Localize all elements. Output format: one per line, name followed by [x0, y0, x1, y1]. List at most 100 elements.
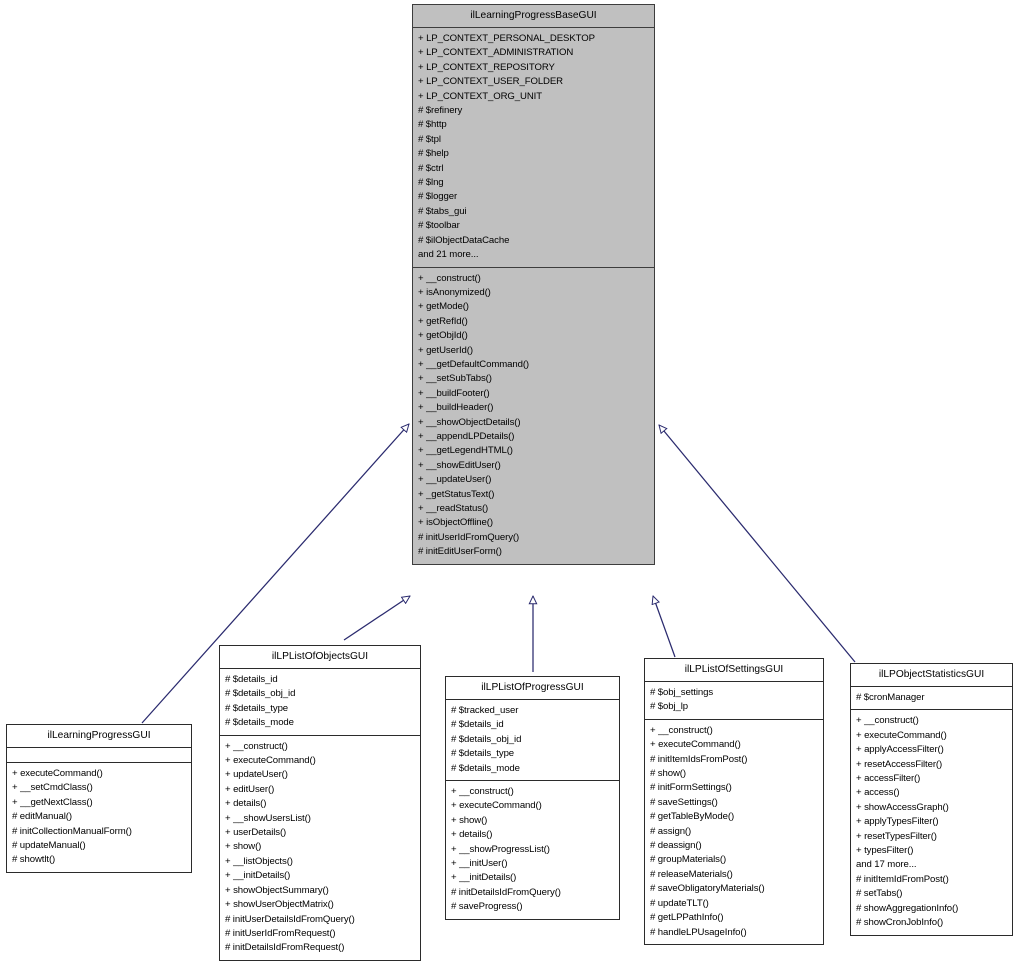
- class-member: # $details_id: [225, 674, 278, 685]
- class-member: # $details_obj_id: [225, 688, 296, 700]
- class-member: # updateManual(): [12, 840, 86, 852]
- class-member: + __setSubTabs(): [418, 373, 492, 385]
- class-member: + __readStatus(): [418, 503, 489, 514]
- class-member: # handleLPUsageInfo(): [650, 926, 747, 938]
- class-member: + isAnonymized(): [418, 286, 491, 298]
- class-box-learning-progress-gui[interactable]: ilLearningProgressGUI + executeCommand()…: [6, 724, 192, 873]
- class-member: + __construct(): [451, 786, 514, 798]
- class-member: + userDetails(): [225, 827, 287, 839]
- class-member: # updateTLT(): [650, 897, 709, 909]
- class-member: # initItemIdsFromPost(): [650, 753, 748, 765]
- class-member: + applyTypesFilter(): [856, 816, 939, 828]
- class-member: # $tracked_user: [451, 705, 519, 716]
- class-member: + LP_CONTEXT_REPOSITORY: [418, 61, 555, 73]
- class-member: + LP_CONTEXT_USER_FOLDER: [418, 76, 564, 88]
- class-member: + __initDetails(): [225, 870, 291, 882]
- class-box-list-of-objects-gui[interactable]: ilLPListOfObjectsGUI # $details_id # $de…: [219, 645, 421, 961]
- class-member: + executeCommand(): [225, 755, 316, 767]
- class-member: # $details_type: [225, 702, 289, 714]
- class-member: + isObjectOffline(): [418, 517, 493, 529]
- class-member: + LP_CONTEXT_PERSONAL_DESKTOP: [418, 33, 595, 44]
- class-member: and 17 more...: [856, 859, 917, 871]
- class-member: # initDetailsIdFromQuery(): [451, 886, 561, 898]
- class-member: # $help: [418, 148, 449, 160]
- class-member: + showAccessGraph(): [856, 801, 949, 813]
- class-member: # saveObligatoryMaterials(): [650, 883, 765, 895]
- class-member: + __initUser(): [451, 858, 508, 870]
- class-methods-list-of-settings-gui: + __construct() + executeCommand() # ini…: [645, 718, 823, 944]
- class-member: and 21 more...: [418, 249, 479, 261]
- edge-list-of-settings-gui: [653, 596, 676, 658]
- class-member: + showObjectSummary(): [225, 884, 329, 896]
- class-member: + typesFilter(): [856, 845, 914, 857]
- class-member: + getUserId(): [418, 344, 473, 356]
- class-member: # assign(): [650, 825, 692, 837]
- class-member: # initEditUserForm(): [418, 546, 502, 558]
- edge-object-statistics-gui: [659, 425, 856, 663]
- edge-list-of-objects-gui: [343, 596, 410, 641]
- class-member: + updateUser(): [225, 769, 288, 781]
- class-member: # $ilObjectDataCache: [418, 234, 510, 246]
- class-box-list-of-settings-gui[interactable]: ilLPListOfSettingsGUI # $obj_settings # …: [644, 658, 824, 945]
- class-member: # initUserIdFromRequest(): [225, 927, 336, 939]
- class-member: # $lng: [418, 177, 444, 189]
- class-member: # initUserDetailsIdFromQuery(): [225, 913, 355, 925]
- class-member: # saveProgress(): [451, 901, 523, 913]
- class-member: # setTabs(): [856, 888, 903, 900]
- class-member: # $details_id: [451, 719, 504, 731]
- class-member: # deassign(): [650, 840, 702, 852]
- class-member: + show(): [451, 814, 488, 826]
- class-member: # showAggregationInfo(): [856, 902, 959, 914]
- class-member: # $obj_lp: [650, 701, 689, 713]
- class-member: # $ctrl: [418, 162, 444, 174]
- class-member: + LP_CONTEXT_ORG_UNIT: [418, 90, 542, 102]
- class-member: + __showProgressList(): [451, 843, 550, 855]
- class-member: + __showUsersList(): [225, 812, 311, 824]
- class-attributes-base: + LP_CONTEXT_PERSONAL_DESKTOP + LP_CONTE…: [413, 27, 654, 267]
- class-member: # $details_mode: [225, 717, 294, 729]
- class-box-object-statistics-gui[interactable]: ilLPObjectStatisticsGUI # $cronManager +…: [850, 663, 1013, 936]
- class-member: + getObjId(): [418, 330, 468, 342]
- class-member: # initItemIdFromPost(): [856, 873, 949, 885]
- class-methods-list-of-progress-gui: + __construct() + executeCommand() + sho…: [446, 780, 619, 919]
- class-member: + __construct(): [418, 272, 481, 284]
- class-member: # getTableByMode(): [650, 811, 735, 823]
- class-title-base: ilLearningProgressBaseGUI: [470, 10, 597, 21]
- class-member: + show(): [225, 841, 262, 853]
- class-member: + editUser(): [225, 783, 275, 795]
- class-member: # show(): [650, 768, 686, 780]
- class-methods-list-of-objects-gui: + __construct() + executeCommand() + upd…: [220, 734, 420, 960]
- class-member: + __buildFooter(): [418, 387, 490, 399]
- class-member: + executeCommand(): [451, 800, 542, 812]
- class-methods-learning-progress-gui: + executeCommand() + __setCmdClass() + _…: [7, 762, 191, 872]
- class-member: + __construct(): [650, 724, 713, 736]
- class-attributes-object-statistics-gui: # $cronManager: [851, 686, 1012, 709]
- class-title-learning-progress-gui: ilLearningProgressGUI: [47, 730, 151, 741]
- class-member: # initDetailsIdFromRequest(): [225, 942, 345, 954]
- class-member: + details(): [225, 798, 267, 810]
- class-member: + _getStatusText(): [418, 488, 495, 500]
- class-member: # $cronManager: [856, 692, 925, 703]
- class-member: + applyAccessFilter(): [856, 744, 944, 756]
- class-member: + __showEditUser(): [418, 459, 501, 471]
- class-member: # initUserIdFromQuery(): [418, 531, 520, 543]
- class-member: + resetAccessFilter(): [856, 758, 943, 770]
- class-attributes-list-of-objects-gui: # $details_id # $details_obj_id # $detai…: [220, 668, 420, 735]
- class-box-list-of-progress-gui[interactable]: ilLPListOfProgressGUI # $tracked_user # …: [445, 676, 620, 920]
- class-member: # $toolbar: [418, 220, 460, 232]
- class-methods-object-statistics-gui: + __construct() + executeCommand() + app…: [851, 709, 1012, 934]
- class-member: + accessFilter(): [856, 773, 921, 785]
- class-member: + __getDefaultCommand(): [418, 358, 530, 370]
- class-box-base[interactable]: ilLearningProgressBaseGUI + LP_CONTEXT_P…: [412, 4, 655, 565]
- class-member: + __showObjectDetails(): [418, 416, 521, 428]
- class-member: # editManual(): [12, 811, 72, 823]
- class-member: + __updateUser(): [418, 474, 492, 486]
- class-member: # $tabs_gui: [418, 205, 467, 217]
- class-title-object-statistics-gui: ilLPObjectStatisticsGUI: [878, 669, 985, 680]
- class-member: # $obj_settings: [650, 687, 714, 698]
- class-member: + getMode(): [418, 301, 469, 313]
- class-member: + __getNextClass(): [12, 796, 93, 808]
- class-member: + __appendLPDetails(): [418, 430, 515, 442]
- class-member: # releaseMaterials(): [650, 868, 733, 880]
- class-member: # $tpl: [418, 133, 441, 145]
